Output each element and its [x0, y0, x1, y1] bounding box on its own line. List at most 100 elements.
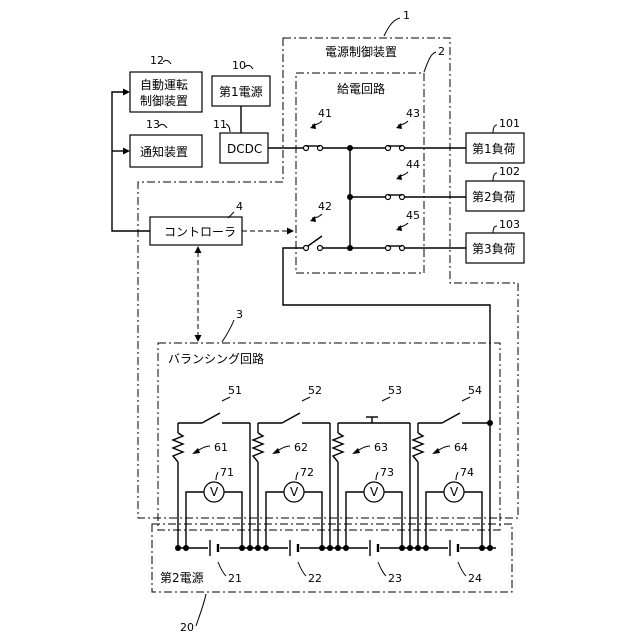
voltmeter-left-wire — [266, 492, 284, 548]
battery-cell-2: 22 — [288, 540, 322, 585]
resistor-4 — [413, 433, 423, 462]
voltmeter-symbol: V — [370, 485, 379, 499]
leader-switch — [462, 397, 470, 401]
ref-103: 103 — [499, 218, 520, 231]
arrow-42 — [310, 216, 316, 222]
arrow-43 — [396, 123, 402, 129]
load2-label: 第2負荷 — [472, 190, 516, 204]
load3-label: 第3負荷 — [472, 242, 516, 256]
leader-switch — [222, 397, 230, 401]
leader-12 — [163, 60, 171, 64]
battery-cell-4: 24 — [448, 540, 482, 585]
ref-74: 74 — [460, 466, 474, 479]
ref-43: 43 — [406, 107, 420, 120]
arrow-45 — [396, 225, 402, 231]
leader-41 — [312, 121, 322, 125]
balancing-cell-1: V516171 — [173, 384, 253, 551]
load1-label: 第1負荷 — [472, 142, 516, 156]
ref-52: 52 — [308, 384, 322, 397]
ref-63: 63 — [374, 441, 388, 454]
leader-43 — [398, 121, 408, 125]
ref-101: 101 — [499, 117, 520, 130]
ref-1: 1 — [403, 9, 410, 22]
sw42-contact-a — [304, 246, 309, 251]
leader-voltmeter — [216, 472, 218, 480]
leader-3 — [222, 320, 234, 342]
arrow-resistor — [272, 448, 280, 454]
resistor-1 — [173, 433, 183, 462]
ref-3: 3 — [236, 308, 243, 321]
power-control-device-label: 電源制御装置 — [325, 44, 397, 59]
ref-11: 11 — [213, 118, 227, 131]
leader-45 — [398, 223, 408, 227]
ref-23: 23 — [388, 572, 402, 585]
ref-71: 71 — [220, 466, 234, 479]
ref-73: 73 — [380, 466, 394, 479]
balancing-cells: V516171V526272V536373V546474 — [173, 384, 493, 551]
voltmeter-left-wire — [426, 492, 444, 548]
voltmeter-right-wire — [384, 492, 402, 548]
signal-arrow-head — [287, 228, 294, 235]
leader-10 — [245, 65, 253, 69]
ref-24: 24 — [468, 572, 482, 585]
switch-open-4 — [442, 413, 460, 423]
leader-103 — [493, 226, 497, 233]
ref-22: 22 — [308, 572, 322, 585]
notify-device-label: 通知装置 — [140, 145, 188, 159]
battery-cell-1: 21 — [208, 540, 242, 585]
ref-12: 12 — [150, 54, 164, 67]
leader-1 — [384, 18, 400, 36]
voltmeter-right-wire — [304, 492, 322, 548]
ref-53: 53 — [388, 384, 402, 397]
feed-circuit-label: 給電回路 — [337, 81, 385, 96]
auto-driving-label-2: 制御装置 — [140, 93, 188, 108]
leader-voltmeter — [376, 472, 378, 480]
switch-open-2 — [282, 413, 300, 423]
balancing-cell-3: V 53 63 73 — [333, 384, 413, 551]
voltmeter-left-wire — [346, 492, 364, 548]
power1-label: 第1電源 — [219, 85, 263, 99]
controller-label: コントローラ — [164, 225, 236, 239]
leader-battery — [458, 562, 466, 576]
ref-62: 62 — [294, 441, 308, 454]
leader-20 — [196, 594, 206, 626]
leader-battery — [218, 562, 226, 576]
voltmeter-symbol: V — [210, 485, 219, 499]
leader-44 — [398, 172, 408, 176]
ref-10: 10 — [232, 59, 246, 72]
ref-41: 41 — [318, 107, 332, 120]
arrow-resistor — [352, 448, 360, 454]
auto-driving-label-1: 自動運転 — [140, 78, 188, 92]
ref-64: 64 — [454, 441, 468, 454]
leader-voltmeter — [296, 472, 298, 480]
leader-switch — [382, 397, 390, 401]
second-power-label: 第2電源 — [160, 571, 204, 585]
second-power-boundary — [152, 524, 512, 592]
leader-101 — [493, 125, 497, 133]
leader-13 — [159, 124, 167, 128]
ref-4: 4 — [236, 200, 243, 213]
ref-45: 45 — [406, 209, 420, 222]
leader-2 — [424, 52, 436, 72]
leader-switch — [302, 397, 310, 401]
leader-102 — [493, 173, 497, 181]
battery-cell-3: 23 — [368, 540, 402, 585]
voltmeter-symbol: V — [450, 485, 459, 499]
balancing-circuit-label: バランシング回路 — [168, 351, 264, 366]
ref-102: 102 — [499, 165, 520, 178]
sw42-contact-b — [318, 246, 323, 251]
ref-51: 51 — [228, 384, 242, 397]
ref-13: 13 — [146, 118, 160, 131]
leader-battery — [298, 562, 306, 576]
ref-44: 44 — [406, 158, 420, 171]
voltmeter-left-wire — [186, 492, 204, 548]
cell-top-node — [487, 420, 493, 426]
ref-42: 42 — [318, 200, 332, 213]
dcdc-label: DCDC — [227, 142, 262, 156]
balancing-cell-4: V 54 64 74 — [413, 384, 493, 551]
leader-battery — [378, 562, 386, 576]
ref-54: 54 — [468, 384, 482, 397]
resistor-3 — [333, 433, 343, 462]
signal-arrow-down — [195, 335, 202, 342]
